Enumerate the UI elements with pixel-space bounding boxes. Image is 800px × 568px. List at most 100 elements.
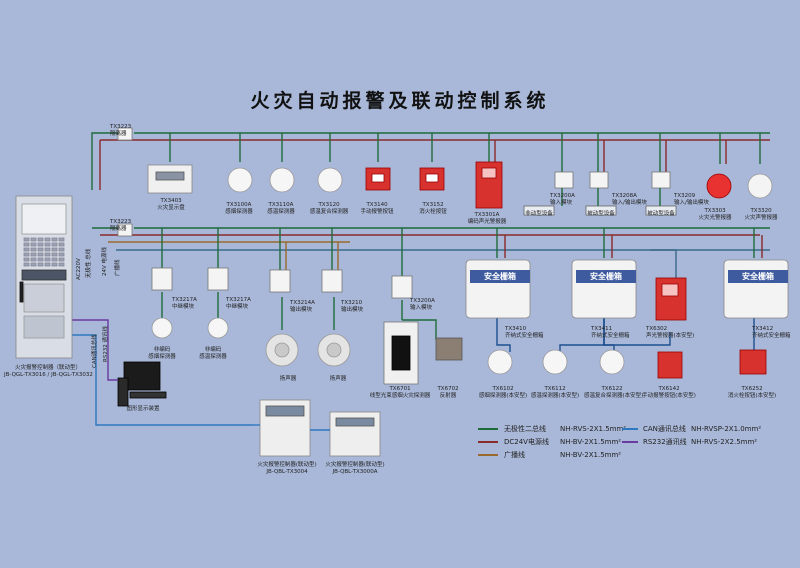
safety-box-1 [571, 259, 637, 319]
nonaddr-heat-detector [207, 317, 229, 339]
row3-label-2: 扬声器 [279, 376, 297, 382]
exproof-wire-0 [496, 318, 511, 352]
fire-display-screen [155, 171, 185, 181]
io-module-icon-0 [589, 171, 609, 189]
controller-key [30, 262, 37, 267]
controller-key [44, 242, 51, 247]
sub-panel-0-screen [265, 405, 305, 417]
module-icon-1 [207, 267, 229, 291]
wire-label-24v: 24V 电源线 [102, 246, 108, 276]
controller-display [21, 269, 67, 281]
controller-key [51, 247, 58, 252]
controller-key [44, 247, 51, 252]
controller-key [23, 257, 30, 262]
fire-display-panel [147, 164, 193, 194]
beam-detector-lens [391, 335, 411, 371]
sound-alarm-icon [747, 173, 773, 199]
rs232-to-computer [107, 360, 118, 381]
legend-item-0-swatch [478, 428, 498, 430]
panel-label-1: 火灾报警控制器(联动型)JB-QBL-TX3000A [325, 462, 385, 475]
io-module-icon-1 [651, 171, 671, 189]
controller-key [58, 262, 65, 267]
controller-key [30, 252, 37, 257]
legend-item-3-swatch [622, 428, 638, 430]
input-module-icon [554, 171, 574, 189]
exproof-smoke-detector [487, 349, 513, 375]
nonaddr-smoke-detector [151, 317, 173, 339]
controller-key [44, 262, 51, 267]
controller-key [44, 237, 51, 242]
controller-key [58, 257, 65, 262]
controller-top-panel [21, 203, 67, 235]
exproof-sound-light-lamp [661, 283, 679, 297]
isolator-icon-1 [117, 223, 133, 237]
diagram-title: 火灾自动报警及联动控制系统 [250, 90, 550, 112]
controller-key [23, 242, 30, 247]
controller-mic [19, 281, 24, 303]
safety-box-0-title: 安全栅箱 [470, 270, 530, 283]
computer-tower [117, 377, 129, 407]
controller-key [37, 252, 44, 257]
wire-label-rs232: RS232 通讯线 [103, 325, 109, 362]
row1-box-0: 非动型设备 [525, 211, 553, 217]
controller-key [51, 257, 58, 262]
safety-box-0 [465, 259, 531, 319]
legend-item-1-swatch [478, 441, 498, 443]
module-icon-0 [151, 267, 173, 291]
controller-key [30, 247, 37, 252]
speaker-cone-1 [326, 342, 342, 358]
controller-key [37, 242, 44, 247]
controller-key [30, 237, 37, 242]
controller-key [23, 262, 30, 267]
exproof-wire-4 [603, 318, 671, 346]
controller-key [30, 242, 37, 247]
smoke-detector-icon [227, 167, 253, 193]
safety-box-1-title: 安全栅箱 [576, 270, 636, 283]
sub-panel-1-screen [335, 417, 375, 427]
heat-detector-icon [269, 167, 295, 193]
controller-key [58, 242, 65, 247]
computer-label: 图形显示装置 [126, 406, 160, 412]
computer-monitor [123, 361, 161, 391]
panel-label-0: 火灾报警控制器(联动型)JB-QBL-TX3004 [257, 462, 317, 475]
equipment-box-2 [645, 205, 677, 216]
wire-label-broadcast: 广播线 [115, 259, 121, 276]
equipment-box-0 [523, 205, 555, 216]
row1-box-1: 被动型设备 [587, 211, 615, 217]
row3-reflector-wire [402, 319, 437, 340]
module-icon-3 [321, 269, 343, 293]
legend-item-2-swatch [478, 454, 498, 456]
controller-lower-module [23, 315, 65, 339]
controller-key [51, 252, 58, 257]
light-alarm-icon [706, 173, 732, 199]
controller-key [44, 252, 51, 257]
row1-box-2: 被动型设备 [647, 211, 675, 217]
